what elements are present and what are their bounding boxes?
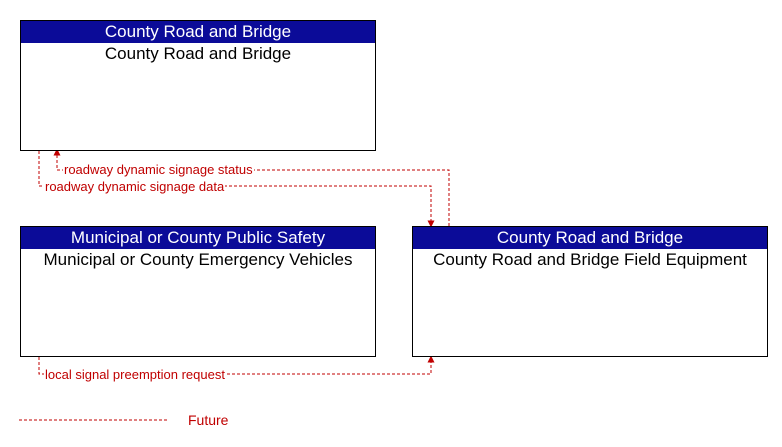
node-title: County Road and Bridge: [104, 44, 292, 63]
node-header: County Road and Bridge: [413, 227, 767, 249]
node-county-road-and-bridge[interactable]: County Road and Bridge County Road and B…: [20, 20, 376, 151]
node-emergency-vehicles[interactable]: Municipal or County Public Safety Munici…: [20, 226, 376, 357]
flow-label-signage-status: roadway dynamic signage status: [63, 162, 254, 177]
node-header: County Road and Bridge: [21, 21, 375, 43]
node-header: Municipal or County Public Safety: [21, 227, 375, 249]
flow-line-preemption-request: [38, 355, 435, 375]
legend-future-label: Future: [188, 412, 229, 428]
node-title: County Road and Bridge Field Equipment: [433, 250, 747, 269]
flow-label-preemption-request: local signal preemption request: [44, 367, 226, 382]
node-title: Municipal or County Emergency Vehicles: [43, 250, 353, 269]
flow-label-signage-data: roadway dynamic signage data: [44, 179, 226, 194]
flow-line-signage-data: [38, 151, 435, 228]
node-field-equipment[interactable]: County Road and Bridge County Road and B…: [412, 226, 768, 357]
